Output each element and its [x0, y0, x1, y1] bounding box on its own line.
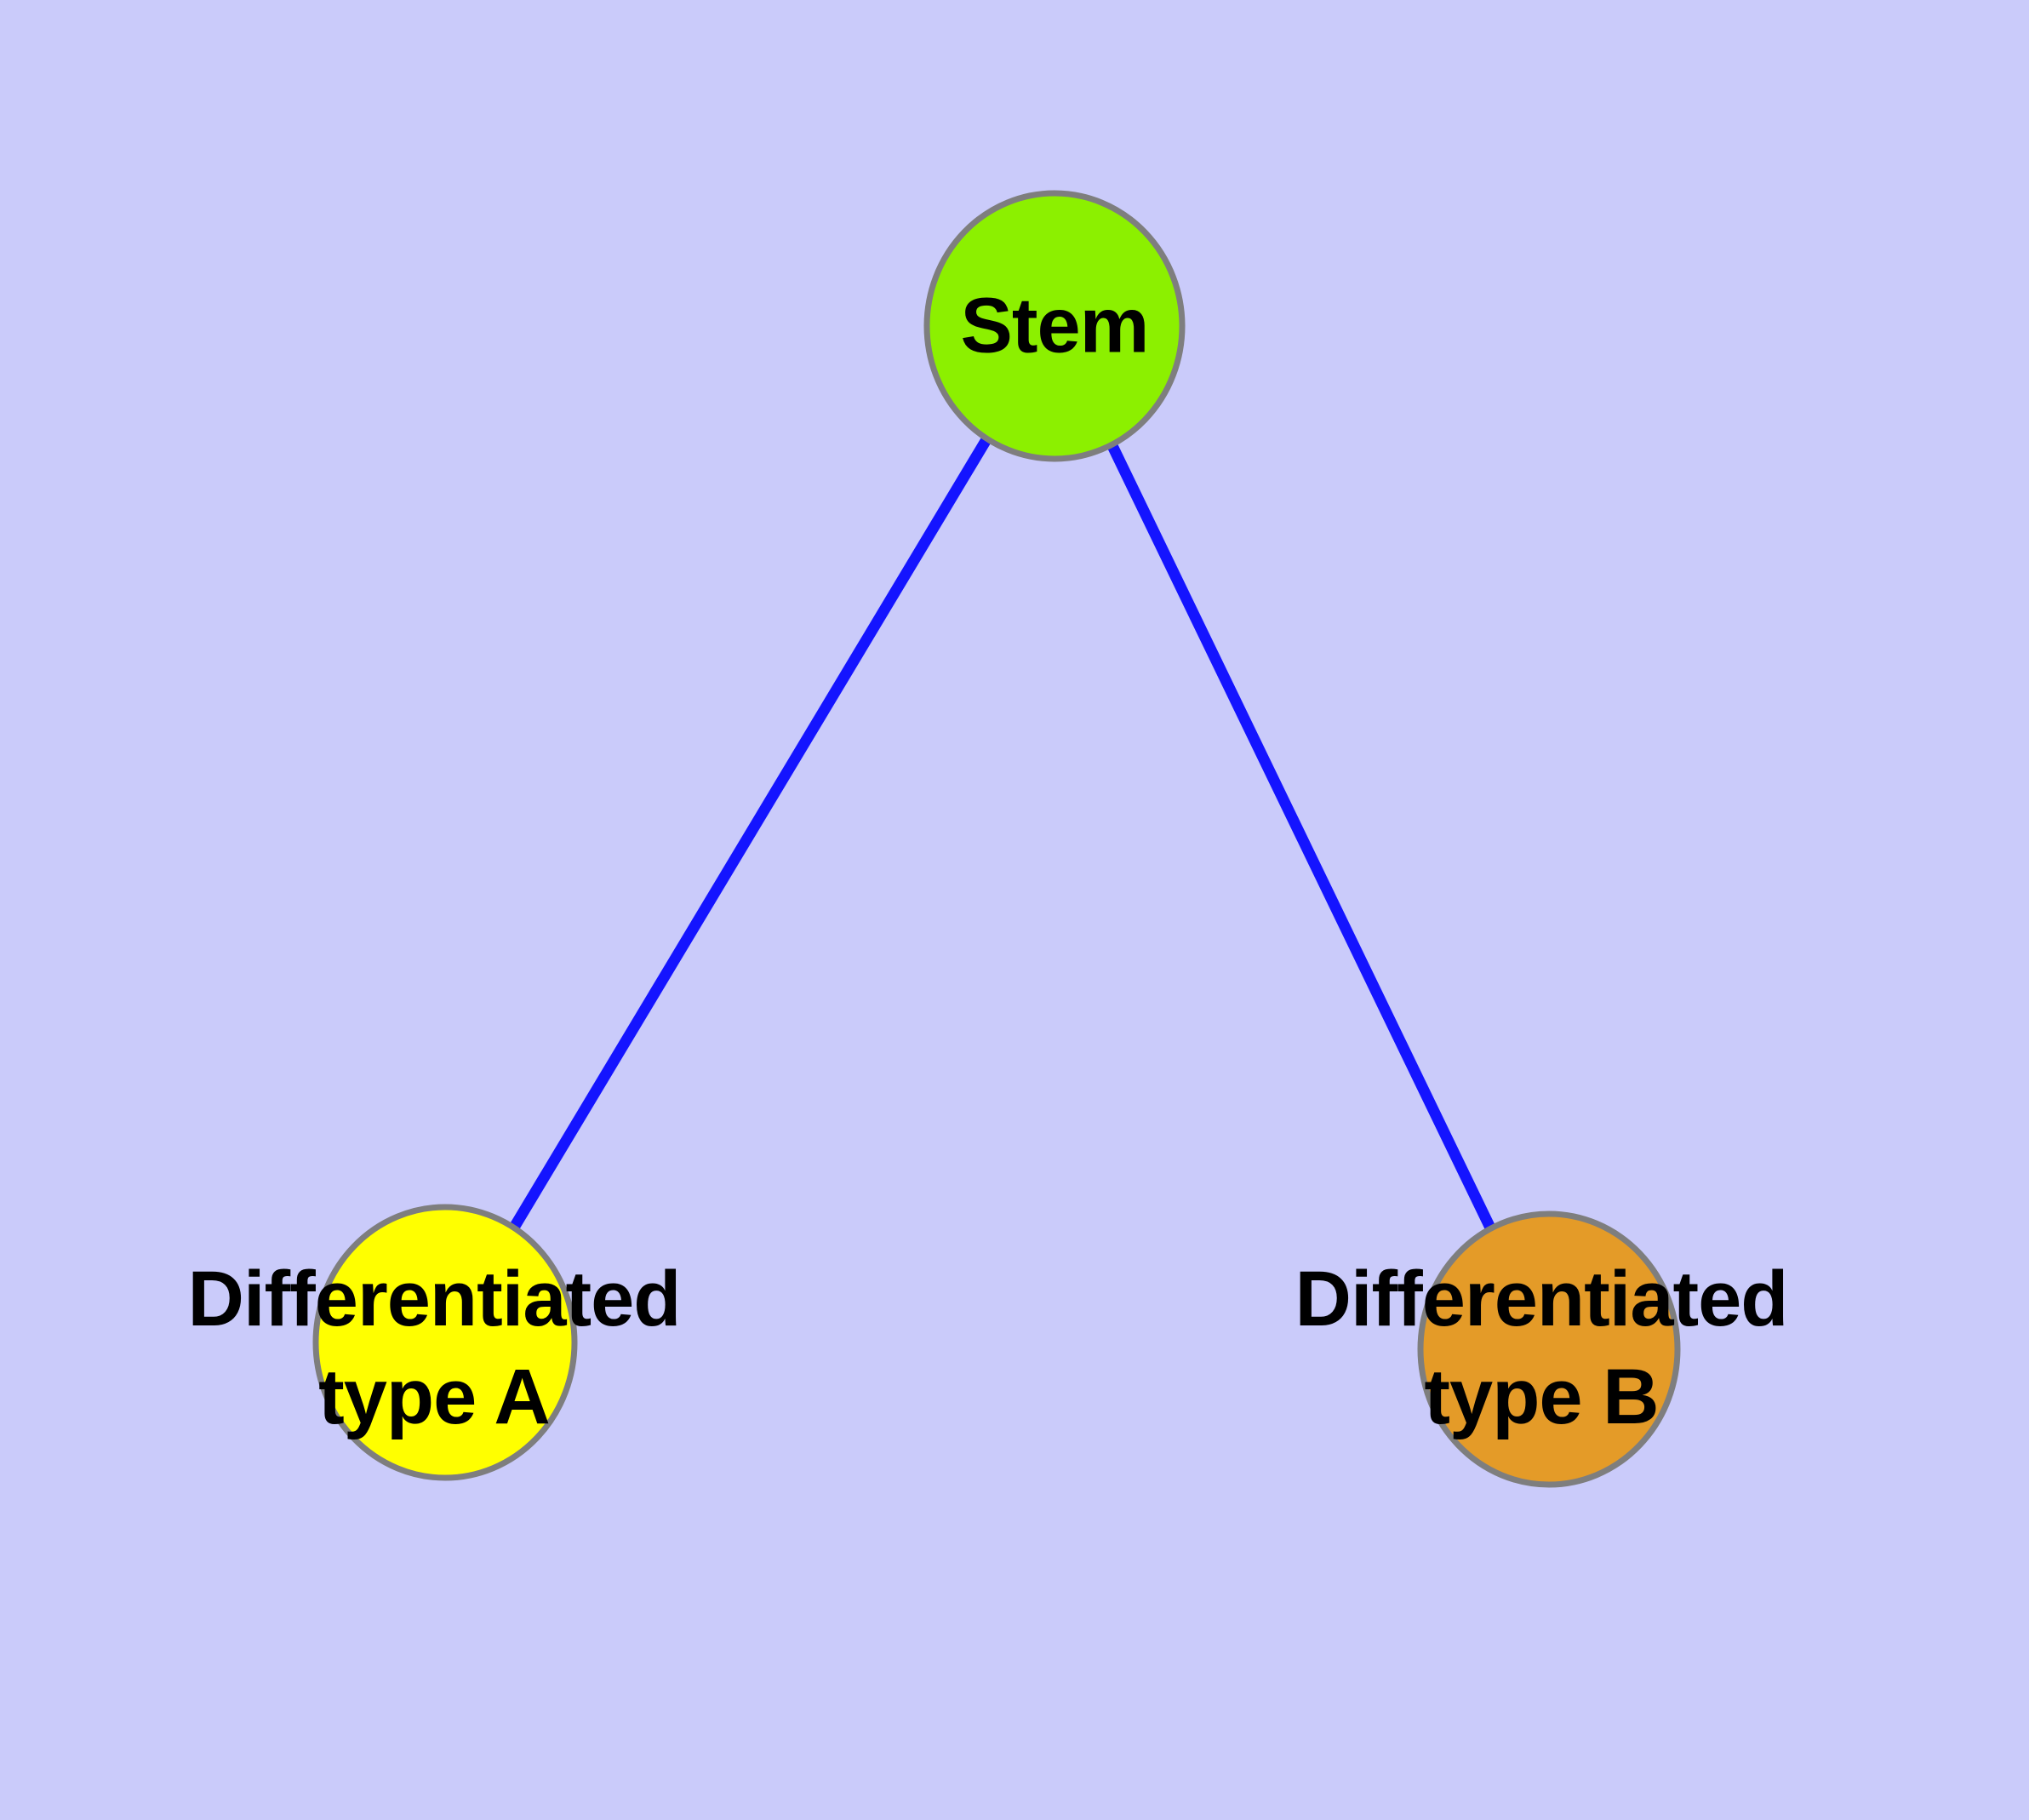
- node-stem-label: Stem: [960, 282, 1150, 369]
- edge-stem-to-type-b: [1049, 323, 1554, 1352]
- node-differentiated-type-b-circle: [1417, 1210, 1681, 1488]
- node-differentiated-type-a-circle: [312, 1204, 578, 1481]
- node-differentiated-type-b-label: Differentiated type B: [1295, 1256, 1789, 1440]
- node-differentiated-type-a-label: Differentiated type A: [187, 1256, 682, 1440]
- edge-stem-to-type-a: [440, 323, 1060, 1346]
- node-stem-circle: [923, 190, 1186, 462]
